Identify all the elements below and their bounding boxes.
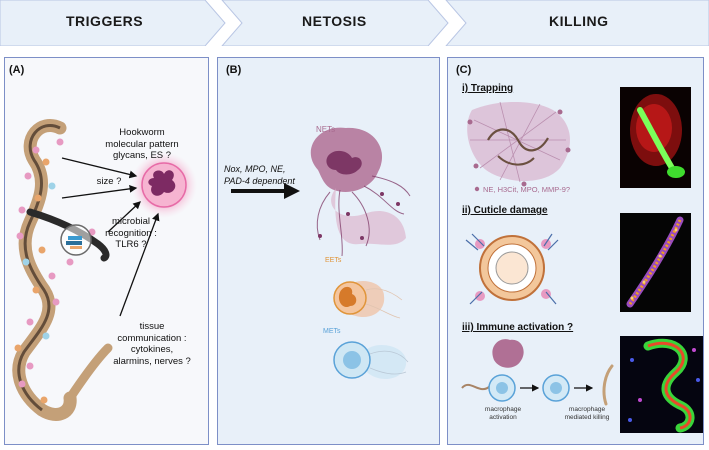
tissue-line-3: cytokines, <box>130 344 174 355</box>
trapping-title: i) Trapping <box>462 83 514 94</box>
killing-title: KILLING <box>549 13 609 29</box>
activation-line-2: activation <box>489 414 517 421</box>
magnifier-icon <box>60 224 92 256</box>
trigger-arrows <box>61 157 160 317</box>
size-text: size ? <box>96 176 122 187</box>
glycan-markers <box>14 138 96 404</box>
microbial-line-1: microbial <box>111 216 150 227</box>
trapping-illustration <box>467 101 571 192</box>
tissue-text: tissue communication : cytokines, alarmi… <box>100 321 204 367</box>
micrograph-immune <box>620 336 703 433</box>
panel-a-label: (A) <box>9 64 25 76</box>
panel-c-label: (C) <box>456 64 472 76</box>
micrograph-cuticle <box>620 213 691 312</box>
hookworm-line-1: Hookworm <box>119 127 165 138</box>
microbial-line-3: TLR6 ? <box>115 239 147 250</box>
panel-netosis: (B) <box>217 57 440 445</box>
cuticle-title: ii) Cuticle damage <box>462 205 548 216</box>
eets-label: EETs <box>325 257 342 264</box>
cuticle-damage-illustration <box>465 233 559 305</box>
tissue-line-2: communication : <box>117 332 187 344</box>
triggers-title: TRIGGERS <box>66 13 144 29</box>
macrophage-activation-text: macrophage activation <box>474 406 532 422</box>
microbial-text: microbial recognition : TLR6 ? <box>86 216 176 251</box>
hookworm-illustration <box>12 119 113 421</box>
nets-label: NETs <box>316 125 336 134</box>
protein-bullet <box>474 186 480 192</box>
immune-activation-illustration <box>461 339 614 406</box>
header-banner <box>0 0 709 46</box>
met-macrophage <box>333 341 409 380</box>
mets-label: METs <box>323 328 341 335</box>
netosis-mechanism-text: Nox, MPO, NE, PAD-4 dependent <box>224 164 304 187</box>
tissue-line-1: tissue <box>139 321 165 332</box>
mechanism-line-2: PAD-4 dependent <box>224 175 295 186</box>
neutrophil-icon <box>131 152 197 218</box>
tissue-line-4: alarmins, nerves ? <box>113 355 191 367</box>
hookworm-text: Hookworm molecular pattern glycans, ES ? <box>82 127 202 162</box>
killing-line-2: mediated killing <box>564 414 610 421</box>
macrophage-killing-text: macrophage mediated killing <box>554 406 620 422</box>
eet-eosinophil <box>333 281 403 319</box>
immune-title: iii) Immune activation ? <box>462 322 574 333</box>
killing-chevron <box>445 0 709 46</box>
hookworm-line-3: glycans, ES ? <box>112 150 172 161</box>
netosis-title: NETOSIS <box>302 13 367 29</box>
microbial-line-2: recognition : <box>105 227 157 239</box>
trapping-proteins: NE, H3Cit, MPO, MMP-9? <box>483 185 571 194</box>
net-neutrophil <box>310 127 411 257</box>
hookworm-line-2: molecular pattern <box>105 138 179 150</box>
killing-line-1: macrophage <box>568 406 606 413</box>
mechanism-line-1: Nox, MPO, NE, <box>224 164 286 174</box>
panel-b-label: (B) <box>226 64 242 76</box>
netosis-chevron <box>221 0 449 46</box>
triggers-chevron <box>0 0 226 46</box>
activation-line-1: macrophage <box>484 406 522 413</box>
micrograph-trapping <box>620 87 691 188</box>
